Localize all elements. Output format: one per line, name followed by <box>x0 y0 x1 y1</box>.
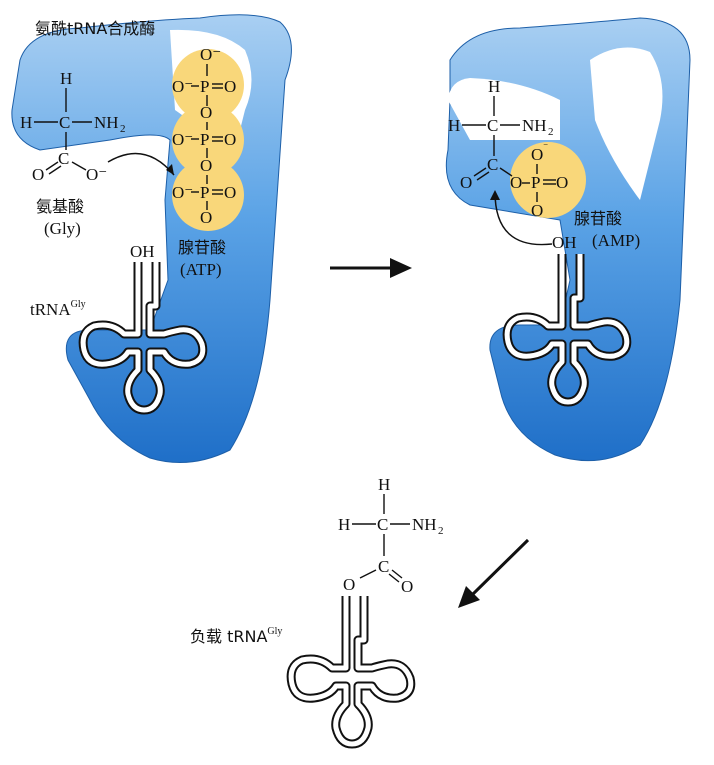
atom-h-left: H <box>448 116 460 135</box>
bond <box>71 161 87 171</box>
atom-p-1: P <box>200 77 209 96</box>
atom-c-carbonyl: C <box>487 155 498 174</box>
atom-o-minus: O⁻ <box>86 165 107 184</box>
atp-abbr: (ATP) <box>180 260 222 279</box>
charged-glycine: H H C NH 2 C O O <box>338 475 444 596</box>
atom-o-ribose: O <box>200 208 212 227</box>
atom-p-3: P <box>200 183 209 202</box>
atp-name: 腺苷酸 <box>178 238 226 257</box>
enzyme-left <box>11 14 292 463</box>
atom-o-minus-1: O⁻ <box>172 77 193 96</box>
atom-o-minus-3: O⁻ <box>172 183 193 202</box>
atom-c-alpha: C <box>59 113 70 132</box>
atom-o-ribose: O <box>531 201 543 220</box>
atom-h-top: H <box>488 77 500 96</box>
atom-p: P <box>531 173 540 192</box>
atom-o-carbonyl: O <box>401 577 413 596</box>
oh-left: OH <box>130 242 155 261</box>
charge-minus: ⁻ <box>543 142 548 153</box>
atom-o-ester: O <box>343 575 355 594</box>
atom-h-top: H <box>378 475 390 494</box>
bond <box>48 165 62 175</box>
reaction-arrow-right <box>330 258 412 278</box>
atp-structure: O⁻ O⁻ P O O O⁻ P O O O⁻ P O O <box>172 45 236 227</box>
atom-o-bridge-1: O <box>200 103 212 122</box>
atom-o-2: O <box>224 130 236 149</box>
atom-o-top: O⁻ <box>200 45 221 64</box>
glycine-left: H H C NH 2 C O O⁻ <box>20 69 126 184</box>
amp-abbr: (AMP) <box>592 231 640 250</box>
reaction-arrow-down <box>458 538 530 608</box>
atom-c-alpha: C <box>487 116 498 135</box>
atom-c-alpha: C <box>377 515 388 534</box>
atom-nh: NH <box>94 113 119 132</box>
bond <box>388 573 400 583</box>
atom-o-3: O <box>224 183 236 202</box>
amino-acid-abbr: (Gly) <box>44 219 81 238</box>
atom-o-carbonyl: O <box>460 173 472 192</box>
atom-o-1: O <box>224 77 236 96</box>
enzyme-label: 氨酰tRNA合成酶 <box>35 19 155 38</box>
atom-o-minus-2: O⁻ <box>172 130 193 149</box>
atp-phosphates <box>172 49 244 231</box>
amp-name: 腺苷酸 <box>574 209 622 228</box>
attack-arrowhead-right <box>490 190 500 200</box>
atom-h-left: H <box>20 113 32 132</box>
aminoacyl-amp: H H C NH 2 C O O P O O ⁻ O <box>448 77 568 220</box>
bond <box>45 161 59 171</box>
oh-right: OH <box>552 233 577 252</box>
atom-h-top: H <box>60 69 72 88</box>
trna-left-label: tRNAGly <box>30 299 86 319</box>
atom-o-bridge-2: O <box>200 156 212 175</box>
atom-o-minus-top: O <box>531 145 543 164</box>
atom-sub-2: 2 <box>120 123 126 135</box>
atom-nh: NH <box>412 515 437 534</box>
atom-c-carboxyl: C <box>58 149 69 168</box>
bond <box>476 171 490 181</box>
bond <box>359 569 377 579</box>
atom-o-ester: O <box>510 173 522 192</box>
bond <box>473 167 487 177</box>
atom-o-double: O <box>556 173 568 192</box>
atom-p-2: P <box>200 130 209 149</box>
attack-arrowhead-left <box>166 164 174 175</box>
charged-trna-label: 负载 tRNAGly <box>190 626 282 646</box>
bond <box>499 167 513 177</box>
bond <box>391 569 403 579</box>
atom-c-carbonyl: C <box>378 557 389 576</box>
attack-arrow-right <box>494 191 553 246</box>
atom-o-carbonyl: O <box>32 165 44 184</box>
amino-acid-name: 氨基酸 <box>36 197 84 216</box>
atom-nh: NH <box>522 116 547 135</box>
trna-charged <box>291 596 411 744</box>
attack-arrow-left <box>107 152 175 176</box>
atom-h-left: H <box>338 515 350 534</box>
atom-sub-2: 2 <box>438 525 444 537</box>
atom-sub-2: 2 <box>548 126 554 138</box>
